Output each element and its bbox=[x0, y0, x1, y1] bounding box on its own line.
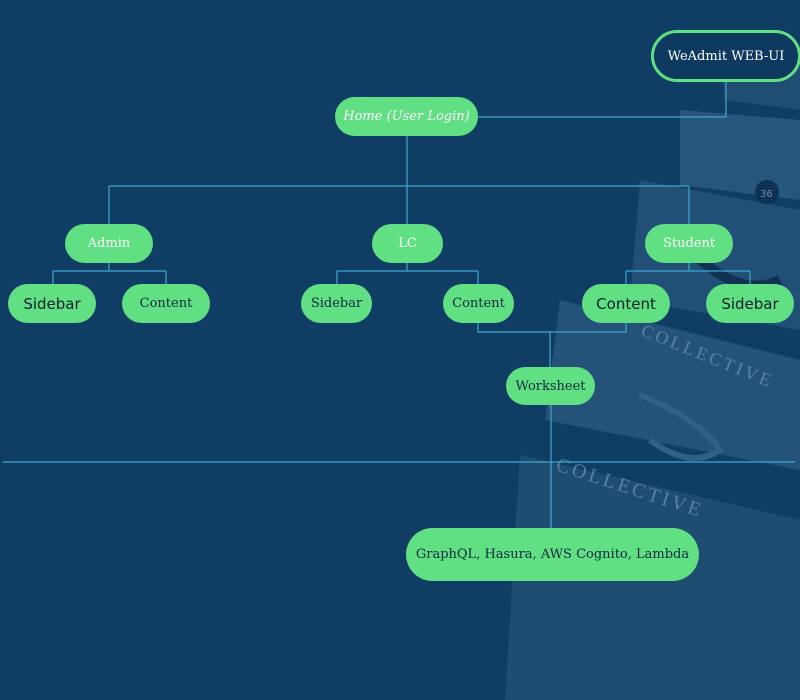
node-worksheet: Worksheet bbox=[506, 367, 595, 405]
connector-home-branches bbox=[108, 136, 690, 224]
connector-content-worksheet bbox=[477, 322, 627, 367]
node-lc-sidebar: Sidebar bbox=[301, 284, 372, 323]
node-home-user-login: Home (User Login) bbox=[335, 97, 478, 136]
node-student-sidebar: Sidebar bbox=[706, 284, 794, 323]
node-student: Student bbox=[645, 224, 733, 263]
connector-student-children bbox=[625, 262, 751, 284]
node-admin: Admin bbox=[65, 224, 153, 263]
connector-admin-children bbox=[52, 262, 167, 284]
node-weadmit-web-ui: WeAdmit WEB-UI bbox=[651, 30, 800, 82]
node-admin-sidebar: Sidebar bbox=[8, 284, 96, 323]
node-student-content: Content bbox=[582, 284, 670, 323]
node-backend-services: GraphQL, Hasura, AWS Cognito, Lambda bbox=[406, 528, 699, 581]
connector-lc-children bbox=[336, 262, 479, 284]
node-lc: LC bbox=[372, 224, 443, 263]
node-admin-content: Content bbox=[122, 284, 210, 323]
node-lc-content: Content bbox=[443, 284, 514, 323]
book-number: 36 bbox=[760, 189, 773, 200]
connector-weadmit-home bbox=[478, 82, 727, 118]
